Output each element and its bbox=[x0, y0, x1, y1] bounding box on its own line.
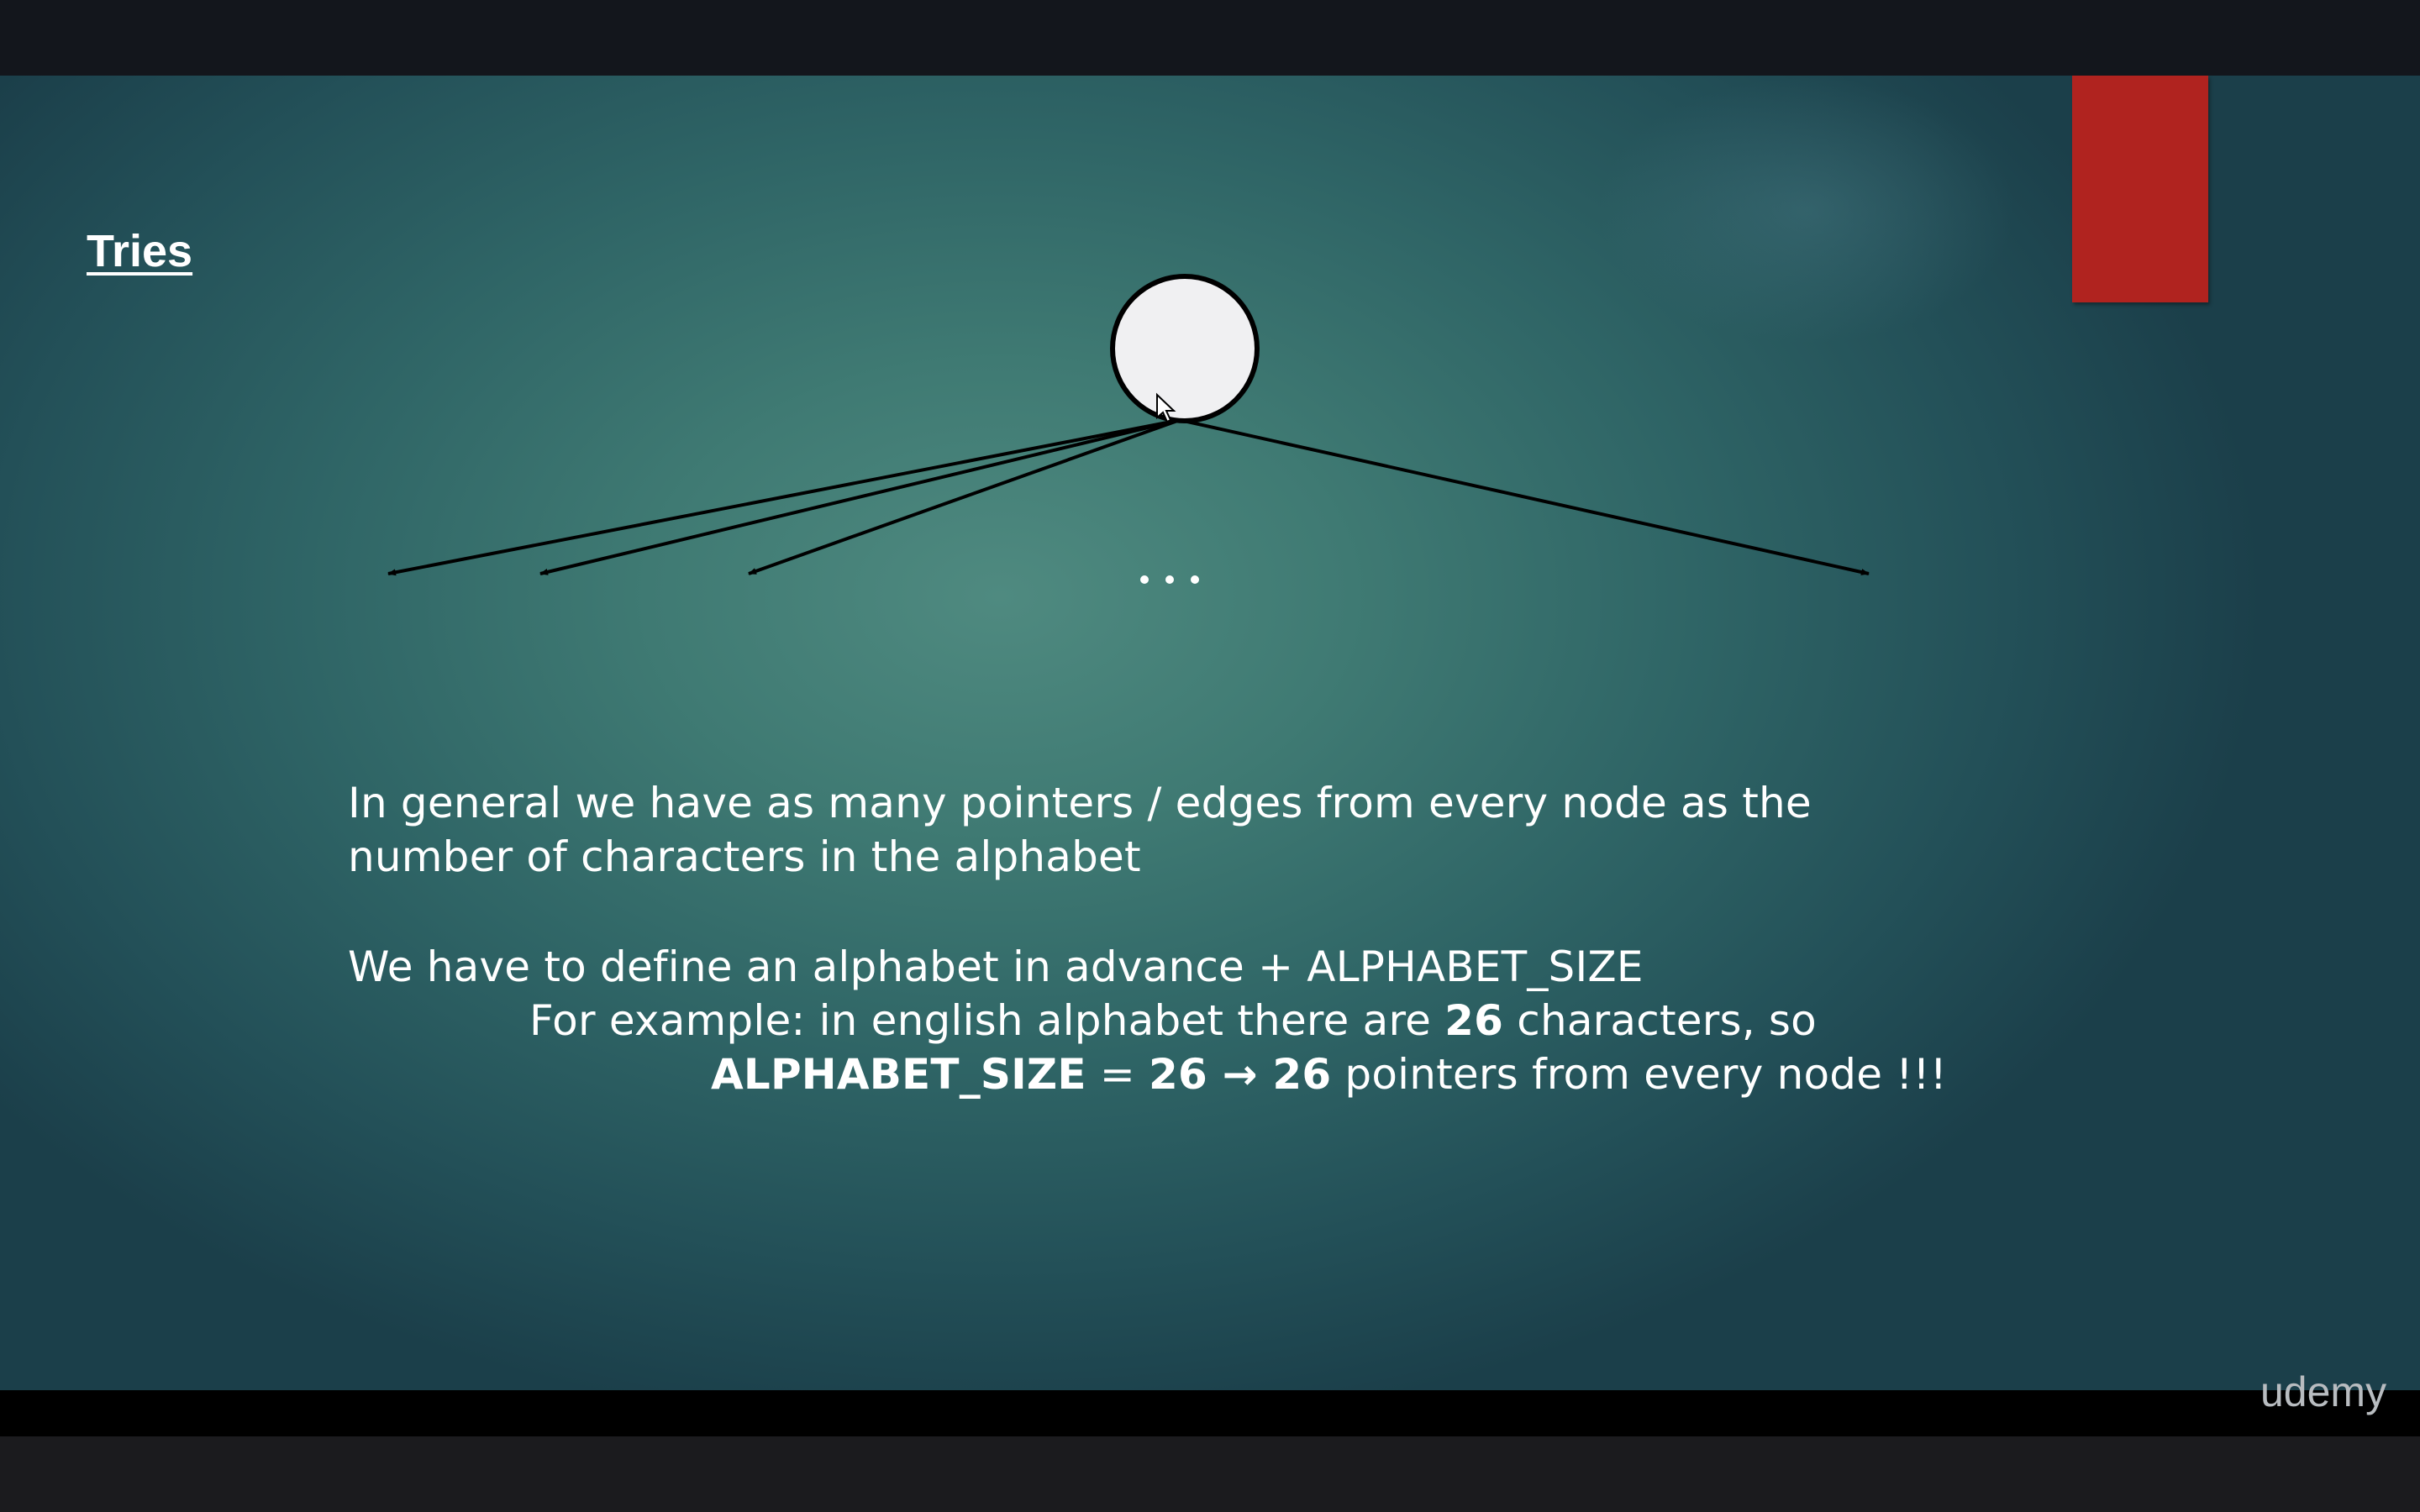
equals-sign: = bbox=[1086, 1050, 1150, 1099]
line2-suffix: characters, so bbox=[1503, 996, 1817, 1045]
trie-node-diagram bbox=[387, 274, 1870, 584]
paragraph2-line1: We have to define an alphabet in advance… bbox=[348, 942, 1644, 991]
letterbox-top bbox=[0, 0, 2420, 76]
mouse-pointer-icon bbox=[1156, 392, 1176, 423]
edge-arrow bbox=[387, 418, 1181, 576]
line2-prefix: For example: in english alphabet there a… bbox=[529, 996, 1445, 1045]
edge-arrow bbox=[539, 418, 1181, 575]
red-accent-block bbox=[2072, 76, 2208, 302]
pointer-count: 26 bbox=[1272, 1050, 1332, 1099]
paragraph2-line3: ALPHABET_SIZE = 26 → 26 pointers from ev… bbox=[711, 1050, 1947, 1099]
paragraph1-line1: In general we have as many pointers / ed… bbox=[348, 779, 1812, 827]
slide-title: Tries bbox=[87, 226, 193, 276]
line2-bold-number: 26 bbox=[1444, 996, 1504, 1045]
letterbox-bottom bbox=[0, 1436, 2420, 1512]
edges bbox=[387, 418, 1870, 576]
ellipsis-dots bbox=[1140, 575, 1199, 584]
paragraph2-line2: For example: in english alphabet there a… bbox=[529, 996, 1817, 1045]
alphabet-size-value: 26 bbox=[1149, 1050, 1208, 1099]
right-arrow-icon: → bbox=[1207, 1050, 1273, 1099]
letterbox-bottom-strip bbox=[0, 1390, 2420, 1436]
paragraph1-line2: number of characters in the alphabet bbox=[348, 832, 1141, 881]
slide: Tries In general we bbox=[0, 76, 2420, 1390]
edge-arrow bbox=[1179, 418, 1870, 575]
edge-arrow bbox=[748, 418, 1181, 575]
slide-glow bbox=[1597, 76, 2017, 344]
udemy-watermark: udemy bbox=[2260, 1368, 2387, 1415]
alphabet-size-label: ALPHABET_SIZE bbox=[711, 1050, 1086, 1099]
line3-suffix: pointers from every node !!! bbox=[1331, 1050, 1948, 1099]
trie-node bbox=[1110, 274, 1260, 423]
